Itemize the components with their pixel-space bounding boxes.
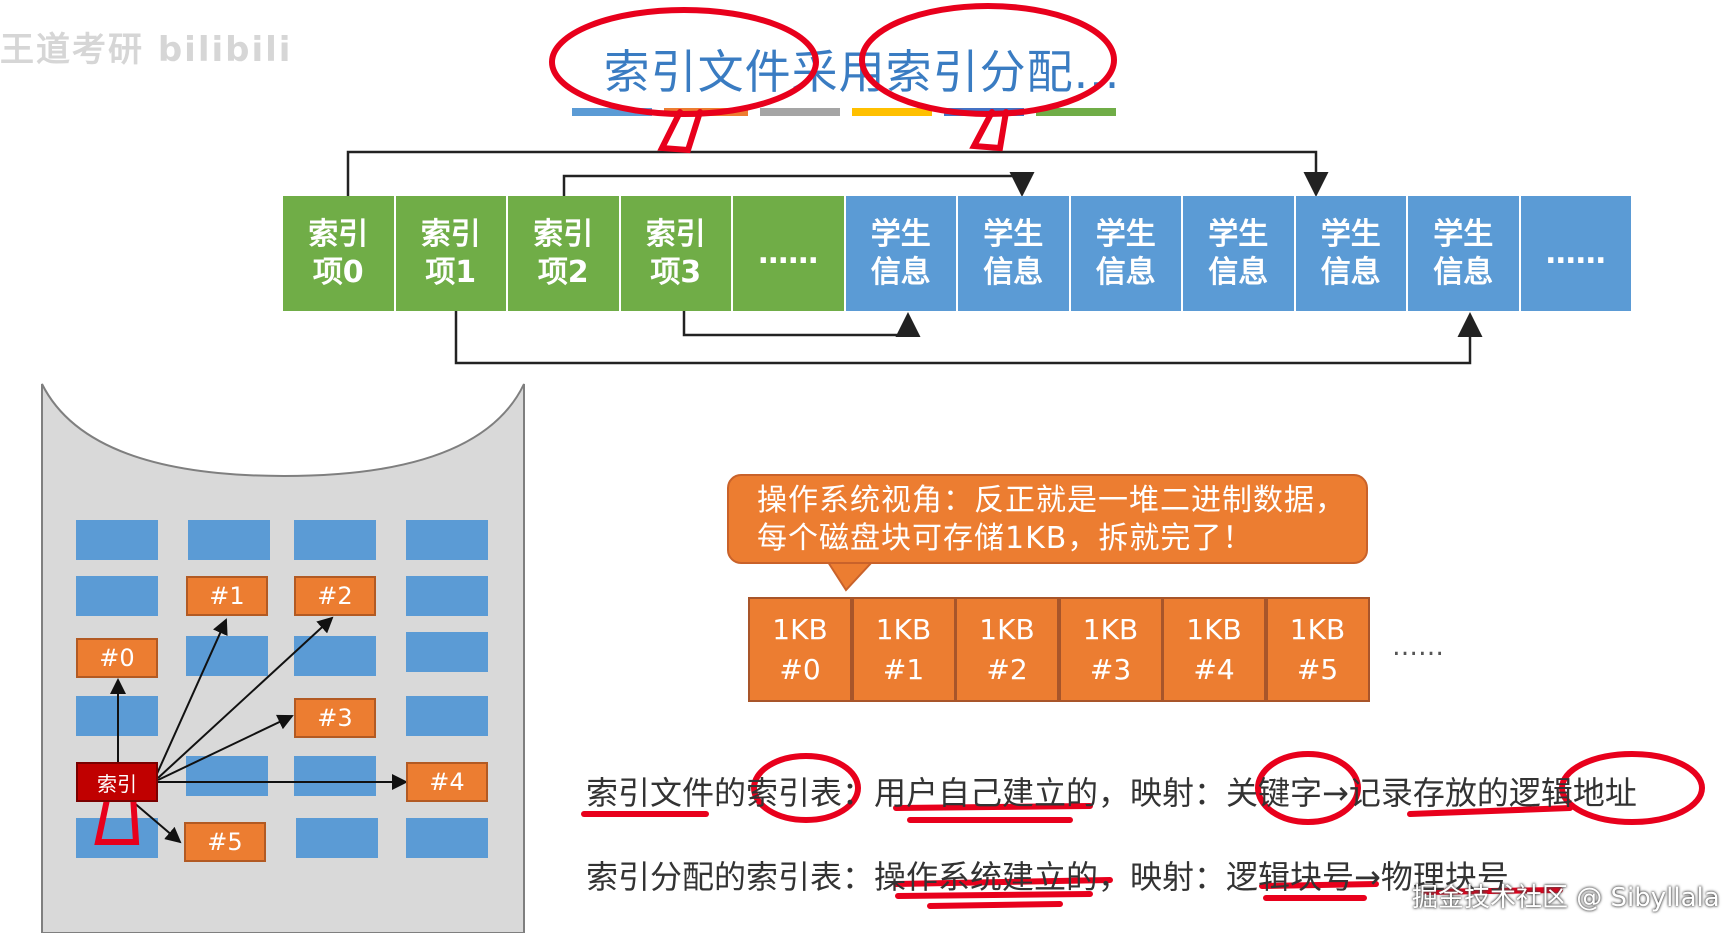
kb-block-size: 1KB xyxy=(1289,612,1346,646)
disk-block: #1 xyxy=(186,576,268,616)
connector-index2 xyxy=(562,172,1035,197)
disk-block: #3 xyxy=(294,698,376,738)
disk-cylinder xyxy=(41,383,525,933)
kb-block-id: #4 xyxy=(1193,652,1235,686)
student-cell-label: 学生信息 xyxy=(983,216,1044,290)
index-cell-label: 索引项1 xyxy=(420,216,481,290)
student-cell-label: 学生信息 xyxy=(870,216,931,290)
index-cell: 索引项0 xyxy=(283,196,396,311)
index-cell: 索引项2 xyxy=(508,196,621,311)
kb-block-size: 1KB xyxy=(772,612,828,646)
kb-block: 1KB#3 xyxy=(1058,597,1163,702)
kb-block: 1KB#2 xyxy=(955,597,1059,702)
kb-block-id: #0 xyxy=(779,652,821,686)
student-cell-label: 学生信息 xyxy=(1095,216,1156,290)
connector-index1 xyxy=(454,311,1483,365)
disk-block: #2 xyxy=(294,576,376,616)
index-file-table-line: 索引文件的索引表：用户自己建立的，映射：关键字→记录存放的逻辑地址 xyxy=(586,774,1637,812)
title-bar xyxy=(760,108,840,116)
bubble-tail xyxy=(826,561,875,592)
red-ink-annotations xyxy=(94,3,1705,909)
kb-block-size: 1KB xyxy=(875,612,932,646)
student-cell: 学生信息 xyxy=(845,196,958,311)
student-cell-label: 学生信息 xyxy=(1320,216,1381,290)
disk-block: #4 xyxy=(406,762,488,802)
student-cell: 学生信息 xyxy=(1408,196,1521,311)
index-cell-label: …… xyxy=(758,235,819,271)
footer-watermark: 掘金技术社区 @ Sibyllala xyxy=(1412,883,1720,913)
kb-block-id: #2 xyxy=(986,652,1028,686)
disk-index-block: 索引 xyxy=(76,762,158,802)
disk-block: #0 xyxy=(76,638,158,678)
kb-block-id: #1 xyxy=(882,652,925,686)
student-cell: 学生信息 xyxy=(958,196,1071,311)
title-bar xyxy=(1036,108,1116,116)
kb-block-size: 1KB xyxy=(979,612,1035,646)
student-cell-label: 学生信息 xyxy=(1208,216,1269,290)
disk-block: #5 xyxy=(184,822,266,862)
student-cell: …… xyxy=(1520,196,1633,311)
index-cell-label: 索引项2 xyxy=(533,216,594,290)
watermark: 王道考研 bilibili xyxy=(0,30,293,70)
title-bar xyxy=(572,108,652,116)
kb-block-size: 1KB xyxy=(1082,612,1139,646)
student-cell-label: 学生信息 xyxy=(1433,216,1494,290)
index-cell-label: 索引项0 xyxy=(308,216,369,290)
student-cell: 学生信息 xyxy=(1183,196,1296,311)
student-cell: 学生信息 xyxy=(1070,196,1183,311)
connector-index0 xyxy=(346,150,1329,197)
title-bar xyxy=(852,108,932,116)
kb-block: 1KB#5 xyxy=(1265,597,1370,702)
index-alloc-table-line: 索引分配的索引表：操作系统建立的，映射：逻辑块号→物理块号 xyxy=(586,858,1509,896)
kb-block: 1KB#1 xyxy=(851,597,956,702)
disk-blue-blocks xyxy=(76,520,488,858)
index-cell: 索引项1 xyxy=(395,196,508,311)
index-cell: 索引项3 xyxy=(620,196,733,311)
kb-block-size: 1KB xyxy=(1186,612,1242,646)
kb-block-id: #3 xyxy=(1089,652,1132,686)
index-cell: …… xyxy=(733,196,846,311)
index-cell-label: 索引项3 xyxy=(645,216,706,290)
student-cell: 学生信息 xyxy=(1295,196,1408,311)
index-connectors xyxy=(346,150,1483,365)
kb-ellipsis: …… xyxy=(1392,632,1444,662)
os-perspective-bubble: 操作系统视角：反正就是一堆二进制数据，每个磁盘块可存储1KB，拆就完了！ xyxy=(727,474,1368,564)
connector-index3 xyxy=(682,311,921,337)
kb-block-id: #5 xyxy=(1296,652,1339,686)
kb-block: 1KB#4 xyxy=(1162,597,1266,702)
kb-block: 1KB#0 xyxy=(748,597,852,702)
student-cell-label: …… xyxy=(1545,235,1606,271)
disk-pointers xyxy=(110,616,408,844)
